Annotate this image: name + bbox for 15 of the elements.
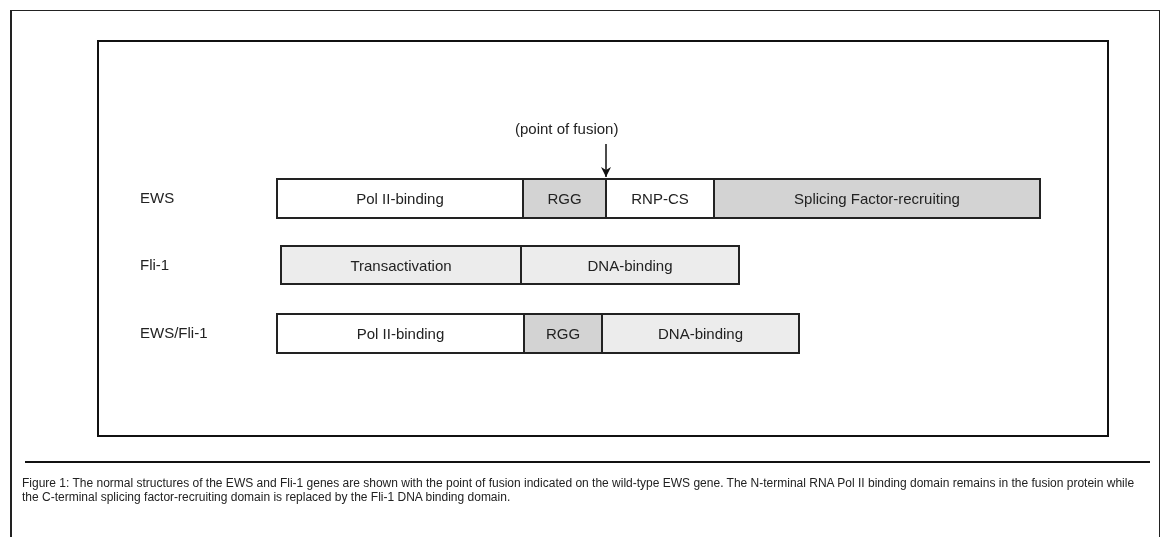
domain-segment: Pol II-binding — [276, 178, 524, 219]
domain-segment: Pol II-binding — [276, 313, 525, 354]
domain-segment: RGG — [522, 178, 607, 219]
domain-segment: Transactivation — [280, 245, 522, 285]
gene-label: EWS — [140, 189, 175, 206]
domain-segment: DNA-binding — [601, 313, 800, 354]
gene-label: EWS/Fli-1 — [140, 324, 208, 341]
gene-label: Fli-1 — [140, 256, 170, 273]
figure-caption: Figure 1: The normal structures of the EWS and Fli-1 genes are shown with the point of fusion indicated on the wild-type EWS gene. The N-terminal RNA Pol II binding domain remains in the fusion protein while the C-terminal splicing factor-recruiting domain is replaced by the Fli-1 DNA binding domain. — [22, 476, 1136, 504]
domain-segment: Splicing Factor-recruiting — [713, 178, 1041, 219]
domain-segment: RGG — [523, 313, 603, 354]
arrow — [601, 143, 611, 178]
domain-segment: DNA-binding — [520, 245, 740, 285]
annotation-text: (point of fusion) — [515, 120, 619, 137]
domain-segment: RNP-CS — [605, 178, 715, 219]
